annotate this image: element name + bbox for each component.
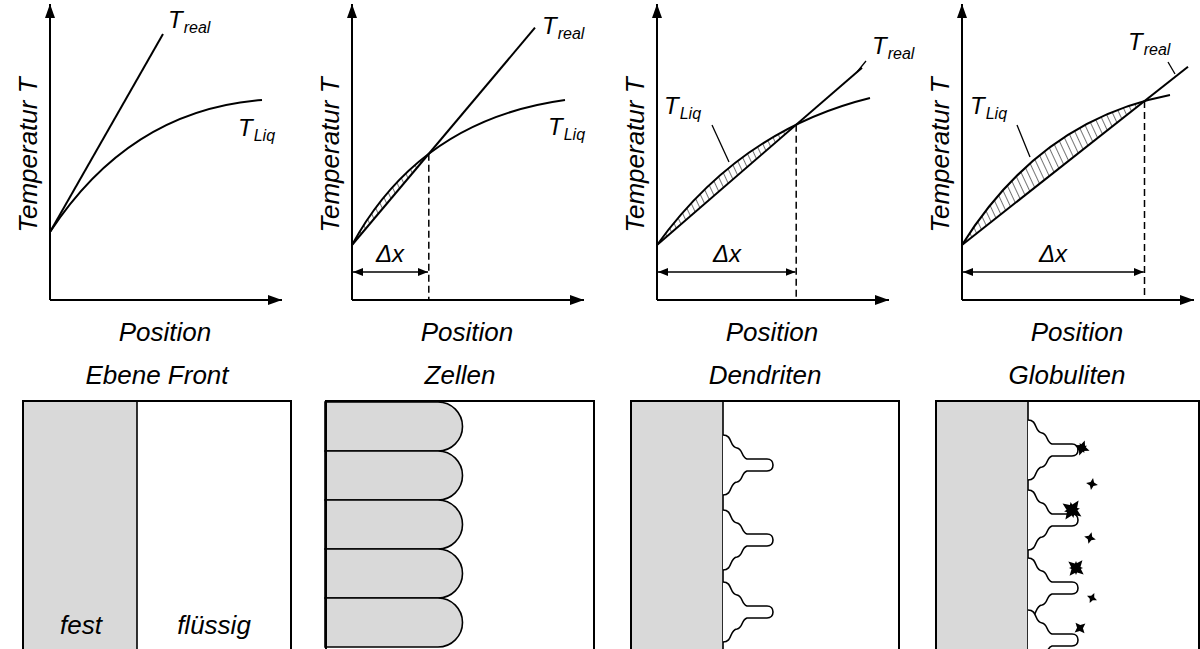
axis-title: Position [1031, 319, 1124, 345]
solid-region [22, 400, 137, 649]
globulite [1056, 438, 1099, 638]
axis-title: Temperatur T [927, 77, 953, 232]
temperature-symbol: T [238, 116, 253, 140]
subscript: real [184, 20, 211, 36]
temperature-symbol: T [168, 8, 183, 32]
dimension-label: Δx [376, 242, 404, 266]
undercooling-hatch [962, 95, 1170, 400]
undercooling-hatch [657, 98, 870, 400]
dendrite [1028, 420, 1078, 649]
dimension-label: Δx [1039, 242, 1067, 266]
subscript: real [888, 46, 915, 62]
axis-title: Temperatur T [15, 77, 41, 232]
axes [50, 4, 1194, 300]
panel-title: Globuliten [1008, 362, 1125, 388]
temperature-symbol: T [542, 14, 557, 38]
subscript: Liq [986, 106, 1007, 122]
axis-title: Position [726, 319, 819, 345]
temperature-line [50, 28, 1188, 245]
dashed-line [429, 101, 1145, 300]
panel-title: Zellen [425, 362, 496, 388]
solid-region [630, 400, 723, 649]
stage-panel: Globuliten [935, 400, 1200, 649]
dimension-arrow [353, 271, 1144, 273]
phase-label: flüssig [177, 612, 251, 638]
panel-title: Ebene Front [85, 362, 228, 388]
subscript: real [558, 26, 585, 42]
temperature-symbol: T [548, 115, 563, 139]
stage-panel: Dendriten [630, 400, 900, 649]
temperature-symbol: T [872, 34, 887, 58]
subscript: real [1144, 42, 1171, 58]
subscript: Liq [680, 106, 701, 122]
temperature-symbol: T [664, 94, 679, 118]
subscript: Liq [254, 128, 275, 144]
panel-title: Dendriten [709, 362, 822, 388]
dimension-label: Δx [713, 242, 741, 266]
phase-label: fest [60, 612, 102, 638]
temperature-symbol: T [1128, 30, 1143, 54]
axis-title: Position [119, 319, 212, 345]
undercooling-hatch [352, 100, 565, 400]
stage-panel: Ebene Frontfestflüssig [22, 400, 292, 649]
solid-region [935, 400, 1028, 649]
cell-structure [325, 402, 462, 647]
dendrite [723, 435, 773, 642]
interface-line [136, 400, 138, 649]
subscript: Liq [564, 127, 585, 143]
axis-title: Temperatur T [622, 77, 648, 232]
temperature-symbol: T [970, 94, 985, 118]
axis-title: Position [421, 319, 514, 345]
stage-panel: Zellen [325, 400, 595, 649]
axis-title: Temperatur T [317, 77, 343, 232]
liquidus-curve [50, 95, 1170, 245]
